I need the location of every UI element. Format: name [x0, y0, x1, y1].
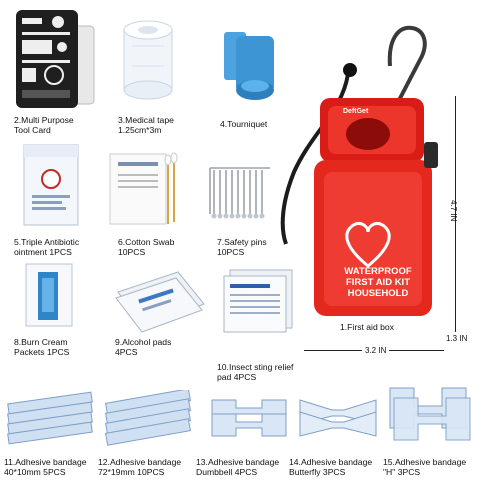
first-aid-box-photo [272, 22, 462, 322]
item-label-bandage-h: 15.Adhesive bandage"H" 3PCS [383, 457, 467, 477]
bandage-dumbbell-photo [208, 392, 290, 446]
tourniquet-photo [220, 30, 282, 110]
height-dim-label: 4.7 IN [449, 200, 458, 222]
antibiotic-ointment-photo [22, 143, 82, 228]
bandage-h-photo [384, 382, 474, 448]
bandage-butterfly-photo [296, 390, 380, 446]
box-text: WATERPROOF FIRST AID KIT HOUSEHOLD [344, 266, 412, 299]
item-label-tourniquet: 4.Tourniquet [220, 119, 268, 129]
depth-dim-label: 1.3 IN [446, 334, 468, 343]
insect-sting-pad-photo [222, 268, 296, 334]
bandage-40x10-photo [4, 390, 98, 446]
item-label-first-aid-box: 1.First aid box [340, 322, 394, 332]
multi-tool-card-photo [14, 8, 96, 111]
burn-cream-photo [24, 262, 76, 330]
alcohol-pads-photo [108, 268, 208, 334]
height-dim-line [455, 96, 456, 332]
cotton-swab-photo [104, 148, 186, 228]
medical-tape-photo [118, 16, 178, 106]
box-brand: DeftGet [343, 108, 369, 115]
width-dim-label: 3.2 IN [362, 346, 390, 355]
bandage-72x19-photo [100, 388, 196, 446]
safety-pins-photo [200, 160, 278, 222]
